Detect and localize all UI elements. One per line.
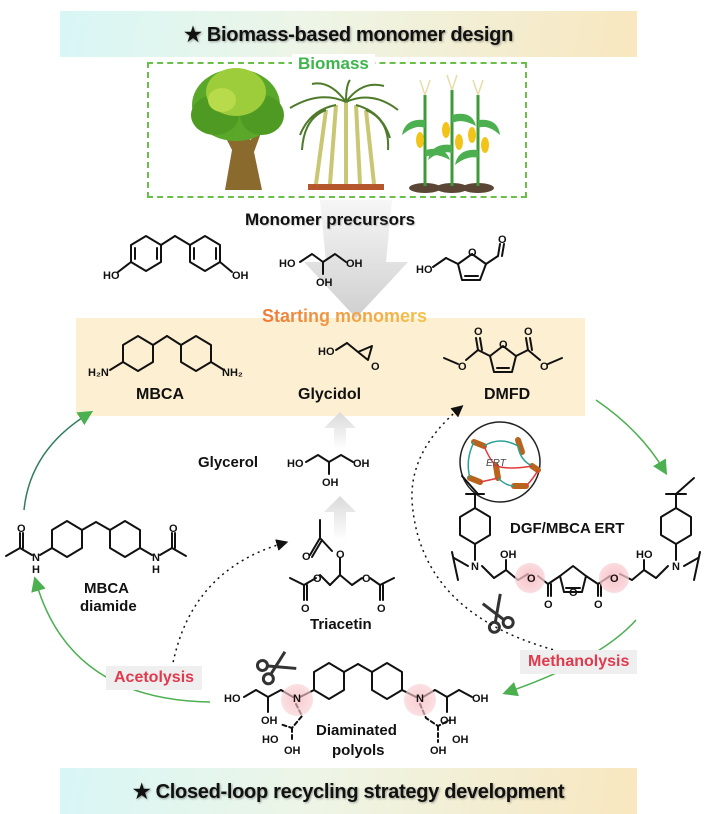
atom-label: N [416,693,424,705]
atom-label: O [302,551,311,563]
arrow-acetolysis-to-triacetin [171,539,289,669]
atom-label: N [672,561,680,573]
atom-label: O [17,523,26,535]
atom-label: O [544,599,553,611]
scissors-icon [481,593,515,634]
polyols-label-line1: Diaminated [316,722,397,739]
mbca-diamide-label-line2: diamide [80,598,137,615]
atom-label: O [377,603,386,615]
molecule-mbca-diamide [5,520,187,558]
ert-network-inset [459,421,541,503]
atom-label: O [594,599,603,611]
monomer-label-dmfd: DMFD [484,386,531,403]
atom-label: OH [500,549,517,561]
ert-inset-label: ERT [486,458,507,469]
molecule-glycerol-recycled [305,454,354,475]
atom-label: H [32,564,40,576]
molecule-dmfd [443,337,563,373]
atom-label: O [371,361,380,373]
cleavage-site-highlight [599,563,629,593]
atom-label: O [569,587,578,599]
atom-label: HO [287,458,304,470]
atom-label: OH [452,734,469,746]
molecule-bisphenol-f [117,235,233,273]
atom-label: HO [318,346,335,358]
atom-label: O [468,247,477,259]
glycerol-label: Glycerol [198,454,259,471]
up-arrow-glycerol-to-glycidol [324,412,356,450]
biomass-title: Biomass [292,54,375,74]
atom-label: HO [416,264,433,276]
atom-label: O [524,326,533,338]
triacetin-label: Triacetin [310,616,372,633]
scissors-icon [255,651,297,686]
atom-label: O [362,573,371,585]
atom-label: HO [224,693,241,705]
atom-label: OH [472,693,489,705]
atom-label: O [610,573,619,585]
atom-label: O [540,361,549,373]
cleavage-site-highlight [281,684,313,716]
sugarcane-illustration [289,79,399,190]
arrow-dmfd-to-ert [595,399,668,476]
corn-illustration [402,74,500,193]
mbca-diamide-label-line1: MBCA [84,580,129,597]
molecule-hmf [432,243,505,281]
atom-label: O [474,326,483,338]
starting-monomers-title: Starting monomers [262,306,428,326]
molecule-glycidol [335,342,373,361]
monomer-label-mbca: MBCA [136,386,184,403]
atom-label: OH [316,277,333,289]
polyols-label-line2: polyols [332,742,385,759]
atom-label: N [471,561,479,573]
atom-label: OH [346,258,363,270]
cleavage-site-highlight [515,563,545,593]
molecule-mbca [109,335,225,372]
arrow-polyols-to-diamide [31,576,211,703]
atom-label: H₂N [88,367,109,379]
ert-label: DGF/MBCA ERT [510,520,625,537]
up-arrow-triacetin-to-glycerol [324,496,356,540]
atom-label: OH [430,745,447,757]
molecule-triacetin [289,519,395,601]
atom-label: HO [103,270,120,282]
atom-label: O [336,549,345,561]
atom-label: OH [232,270,249,282]
atom-label: O [301,603,310,615]
atom-label: O [458,361,467,373]
atom-label: O [498,234,507,246]
molecule-glycerol-precursor [299,253,347,275]
monomer-label-glycidol: Glycidol [298,386,362,403]
atom-label: OH [284,745,301,757]
arrow-methanolysis-to-dmfd [411,405,601,661]
cleavage-site-highlight [404,684,436,716]
molecule-dgf-mbca-ert [451,475,701,597]
atom-label: H [152,564,160,576]
atom-label: HO [262,734,279,746]
atom-label: O [527,573,536,585]
methanolysis-tag: Methanolysis [520,650,638,674]
atom-label: O [313,573,322,585]
tree-illustration [191,68,284,190]
monomer-precursors-title: Monomer precursors [245,210,416,229]
banner-recycling-strategy: ★ Closed-loop recycling strategy develop… [60,768,637,814]
atom-label: NH₂ [222,367,243,379]
atom-label: O [169,523,178,535]
atom-label: OH [440,715,457,727]
down-arrow-biomass-to-monomers [304,200,408,318]
atom-label: OH [353,458,370,470]
arrow-diamide-to-mbca [23,410,94,511]
atom-label: HO [279,258,296,270]
banner-monomer-design: ★ Biomass-based monomer design [60,11,637,57]
atom-label: OH [261,715,278,727]
atom-label: N [293,693,301,705]
atom-label: O [499,339,508,351]
atom-label: HO [636,549,653,561]
acetolysis-tag: Acetolysis [106,666,203,690]
atom-label: N [152,552,160,564]
atom-label: N [32,552,40,564]
atom-label: OH [322,477,339,489]
